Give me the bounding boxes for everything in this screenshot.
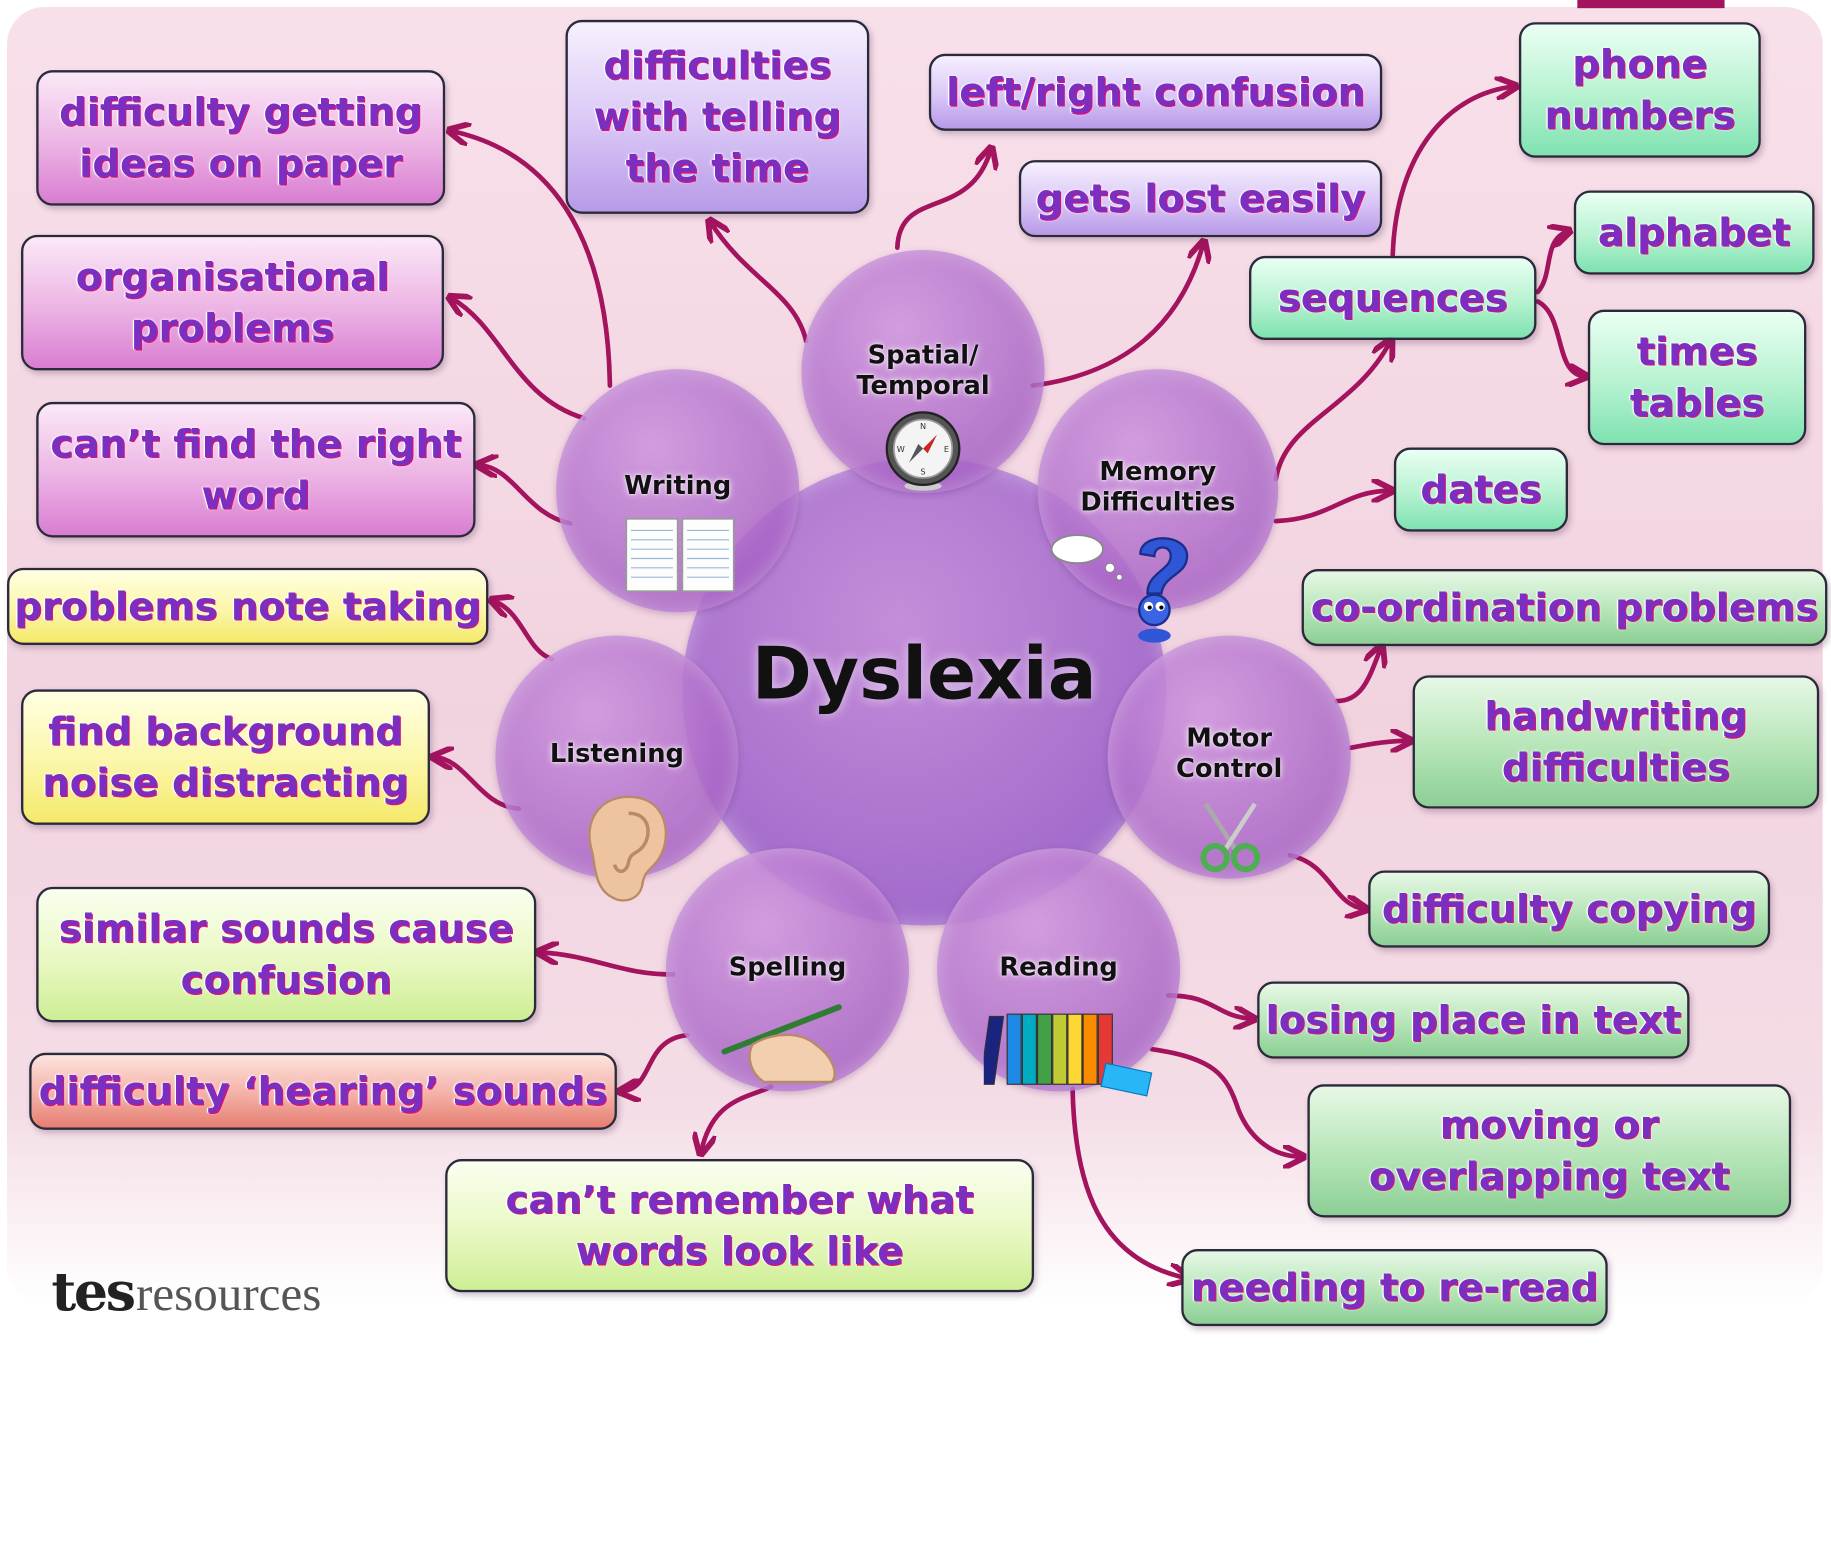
books-icon	[984, 1007, 1157, 1098]
box-ideas-on-paper: difficulty getting ideas on paper	[36, 70, 445, 206]
arrow-writing-organisational	[451, 298, 584, 418]
box-background-noise: find background noise distracting	[21, 689, 430, 825]
box-organisational: organisational problems	[21, 235, 444, 371]
arrow-sequences-times	[1538, 301, 1585, 376]
box-sequences: sequences	[1249, 256, 1536, 340]
arrow-sequences-phone	[1393, 86, 1515, 254]
box-copying: difficulty copying	[1368, 870, 1770, 947]
arrow-spatial-time	[710, 222, 806, 341]
arrow-spelling-hearing	[622, 1035, 687, 1091]
arrow-reading-moving	[1152, 1049, 1302, 1156]
ear-icon	[577, 790, 675, 907]
arrow-reading-losing	[1168, 995, 1252, 1018]
box-losing-place: losing place in text	[1257, 981, 1689, 1058]
box-hearing-sounds: difficulty ‘hearing’ sounds	[29, 1053, 617, 1130]
box-left-right: left/right confusion	[929, 54, 1382, 131]
category-label-listening: Listening	[495, 740, 738, 770]
arrow-spelling-similar	[540, 952, 673, 974]
arrow-memory-sequences	[1276, 341, 1391, 479]
box-coordination: co-ordination problems	[1302, 569, 1828, 646]
arrow-reading-reread	[1073, 1089, 1188, 1278]
tes-resources-logo: tes resources	[51, 1260, 321, 1316]
arrow-motor-coordination	[1337, 647, 1381, 701]
category-label-motor: Motor Control	[1108, 724, 1351, 785]
box-alphabet: alphabet	[1574, 190, 1815, 274]
category-label-memory: Memory Difficulties	[1038, 458, 1279, 519]
arrow-listening-notetaking	[493, 601, 551, 659]
box-re-read: needing to re-read	[1181, 1249, 1607, 1326]
box-phone-numbers: phone numbers	[1519, 22, 1761, 158]
category-label-spelling: Spelling	[666, 953, 909, 983]
category-label-writing: Writing	[556, 472, 799, 502]
box-remember-words: can’t remember what words look like	[445, 1159, 1034, 1292]
box-note-taking: problems note taking	[7, 568, 488, 645]
box-moving-text: moving or overlapping text	[1307, 1084, 1791, 1217]
box-handwriting: handwriting difficulties	[1413, 675, 1820, 808]
svg-text:N: N	[920, 421, 926, 431]
box-times-tables: times tables	[1588, 310, 1806, 446]
box-similar-sounds: similar sounds cause confusion	[36, 887, 536, 1023]
svg-text:S: S	[920, 466, 925, 476]
arrow-spelling-remember	[701, 1087, 771, 1152]
arrow-memory-dates	[1276, 491, 1391, 521]
arrow-sequences-alphabet	[1538, 231, 1568, 292]
box-gets-lost: gets lost easily	[1019, 160, 1382, 237]
arrow-spatial-lost	[1033, 243, 1204, 386]
box-telling-time: difficulties with telling the time	[566, 20, 870, 214]
logo-brand: tes	[51, 1260, 133, 1323]
category-label-reading: Reading	[937, 953, 1180, 983]
svg-text:E: E	[944, 444, 949, 454]
box-right-word: can’t find the right word	[36, 402, 475, 538]
compass-icon: N S W E	[881, 409, 965, 493]
category-label-spatial: Spatial/ Temporal	[802, 341, 1045, 402]
scissors-icon	[1194, 799, 1266, 874]
box-dates: dates	[1394, 447, 1568, 531]
arrow-motor-copying	[1290, 855, 1365, 909]
arrow-spatial-leftright	[897, 150, 990, 248]
logo-word: resources	[136, 1267, 321, 1323]
svg-text:W: W	[897, 444, 905, 454]
question-mark-character-icon	[1049, 528, 1201, 645]
notebook-icon	[624, 516, 736, 593]
hand-writing-icon	[717, 1000, 846, 1089]
arrow-motor-handwriting	[1351, 741, 1409, 748]
